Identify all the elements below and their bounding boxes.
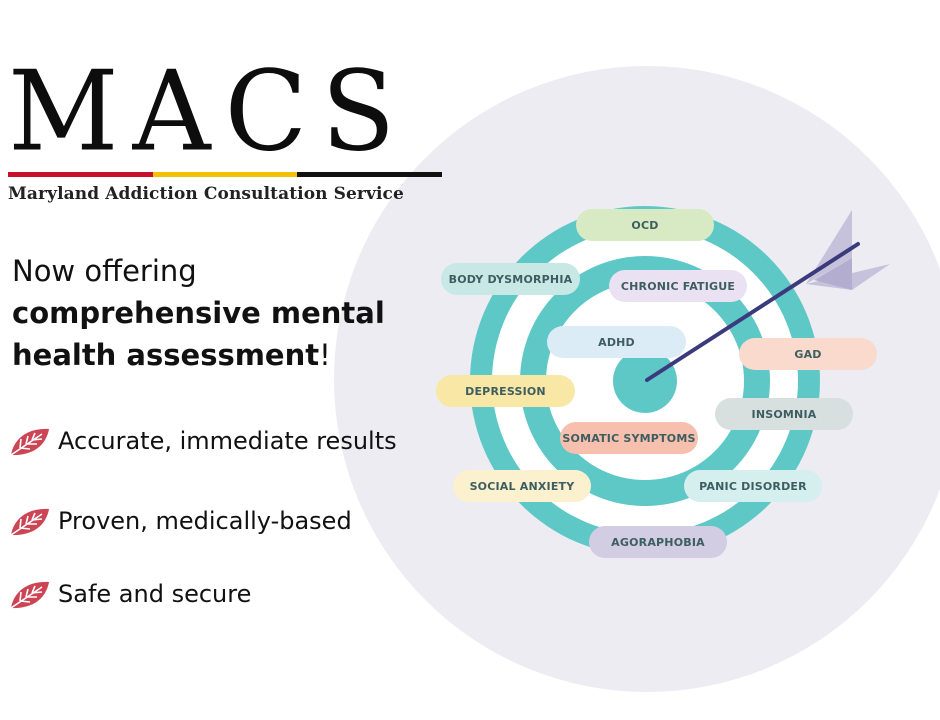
- label-panic-disorder: PANIC DISORDER: [684, 470, 822, 502]
- macs-logo: MACS Maryland Addiction Consultation Ser…: [8, 48, 448, 204]
- leaf-icon: [8, 577, 52, 611]
- logo-bar-black: [297, 172, 443, 177]
- bullet-item: Proven, medically-based: [8, 504, 352, 538]
- logo-bar-red: [8, 172, 153, 177]
- label-social-anxiety: SOCIAL ANXIETY: [453, 470, 591, 502]
- headline-end: !: [319, 338, 331, 372]
- headline-bold: comprehensive mental health assessment: [12, 296, 385, 372]
- arrow-fletching: [806, 210, 890, 290]
- label-somatic-symptoms: SOMATIC SYMPTOMS: [560, 422, 698, 454]
- bullet-text: Safe and secure: [58, 580, 252, 608]
- headline: Now offering comprehensive mental health …: [12, 250, 412, 376]
- label-ocd: OCD: [576, 209, 714, 241]
- label-insomnia: INSOMNIA: [715, 398, 853, 430]
- label-depression: DEPRESSION: [436, 375, 575, 407]
- arrow-shaft: [645, 242, 860, 382]
- bullet-item: Accurate, immediate results: [8, 424, 397, 458]
- headline-intro: Now offering: [12, 254, 197, 288]
- label-body-dysmorphia: BODY DYSMORPHIA: [441, 263, 580, 295]
- bullet-item: Safe and secure: [8, 577, 251, 611]
- logo-subtitle: Maryland Addiction Consultation Service: [8, 184, 404, 204]
- logo-color-bar: [8, 172, 443, 177]
- label-agoraphobia: AGORAPHOBIA: [589, 526, 727, 558]
- leaf-icon: [8, 424, 52, 458]
- label-chronic-fatigue: CHRONIC FATIGUE: [609, 270, 747, 302]
- target-bullseye: [613, 349, 677, 413]
- bullet-text: Proven, medically-based: [58, 507, 352, 535]
- bullet-text: Accurate, immediate results: [58, 427, 397, 455]
- leaf-icon: [8, 504, 52, 538]
- logo-bar-yellow: [152, 172, 298, 177]
- logo-title: MACS: [8, 48, 410, 177]
- label-gad: GAD: [739, 338, 877, 370]
- label-adhd: ADHD: [547, 326, 686, 358]
